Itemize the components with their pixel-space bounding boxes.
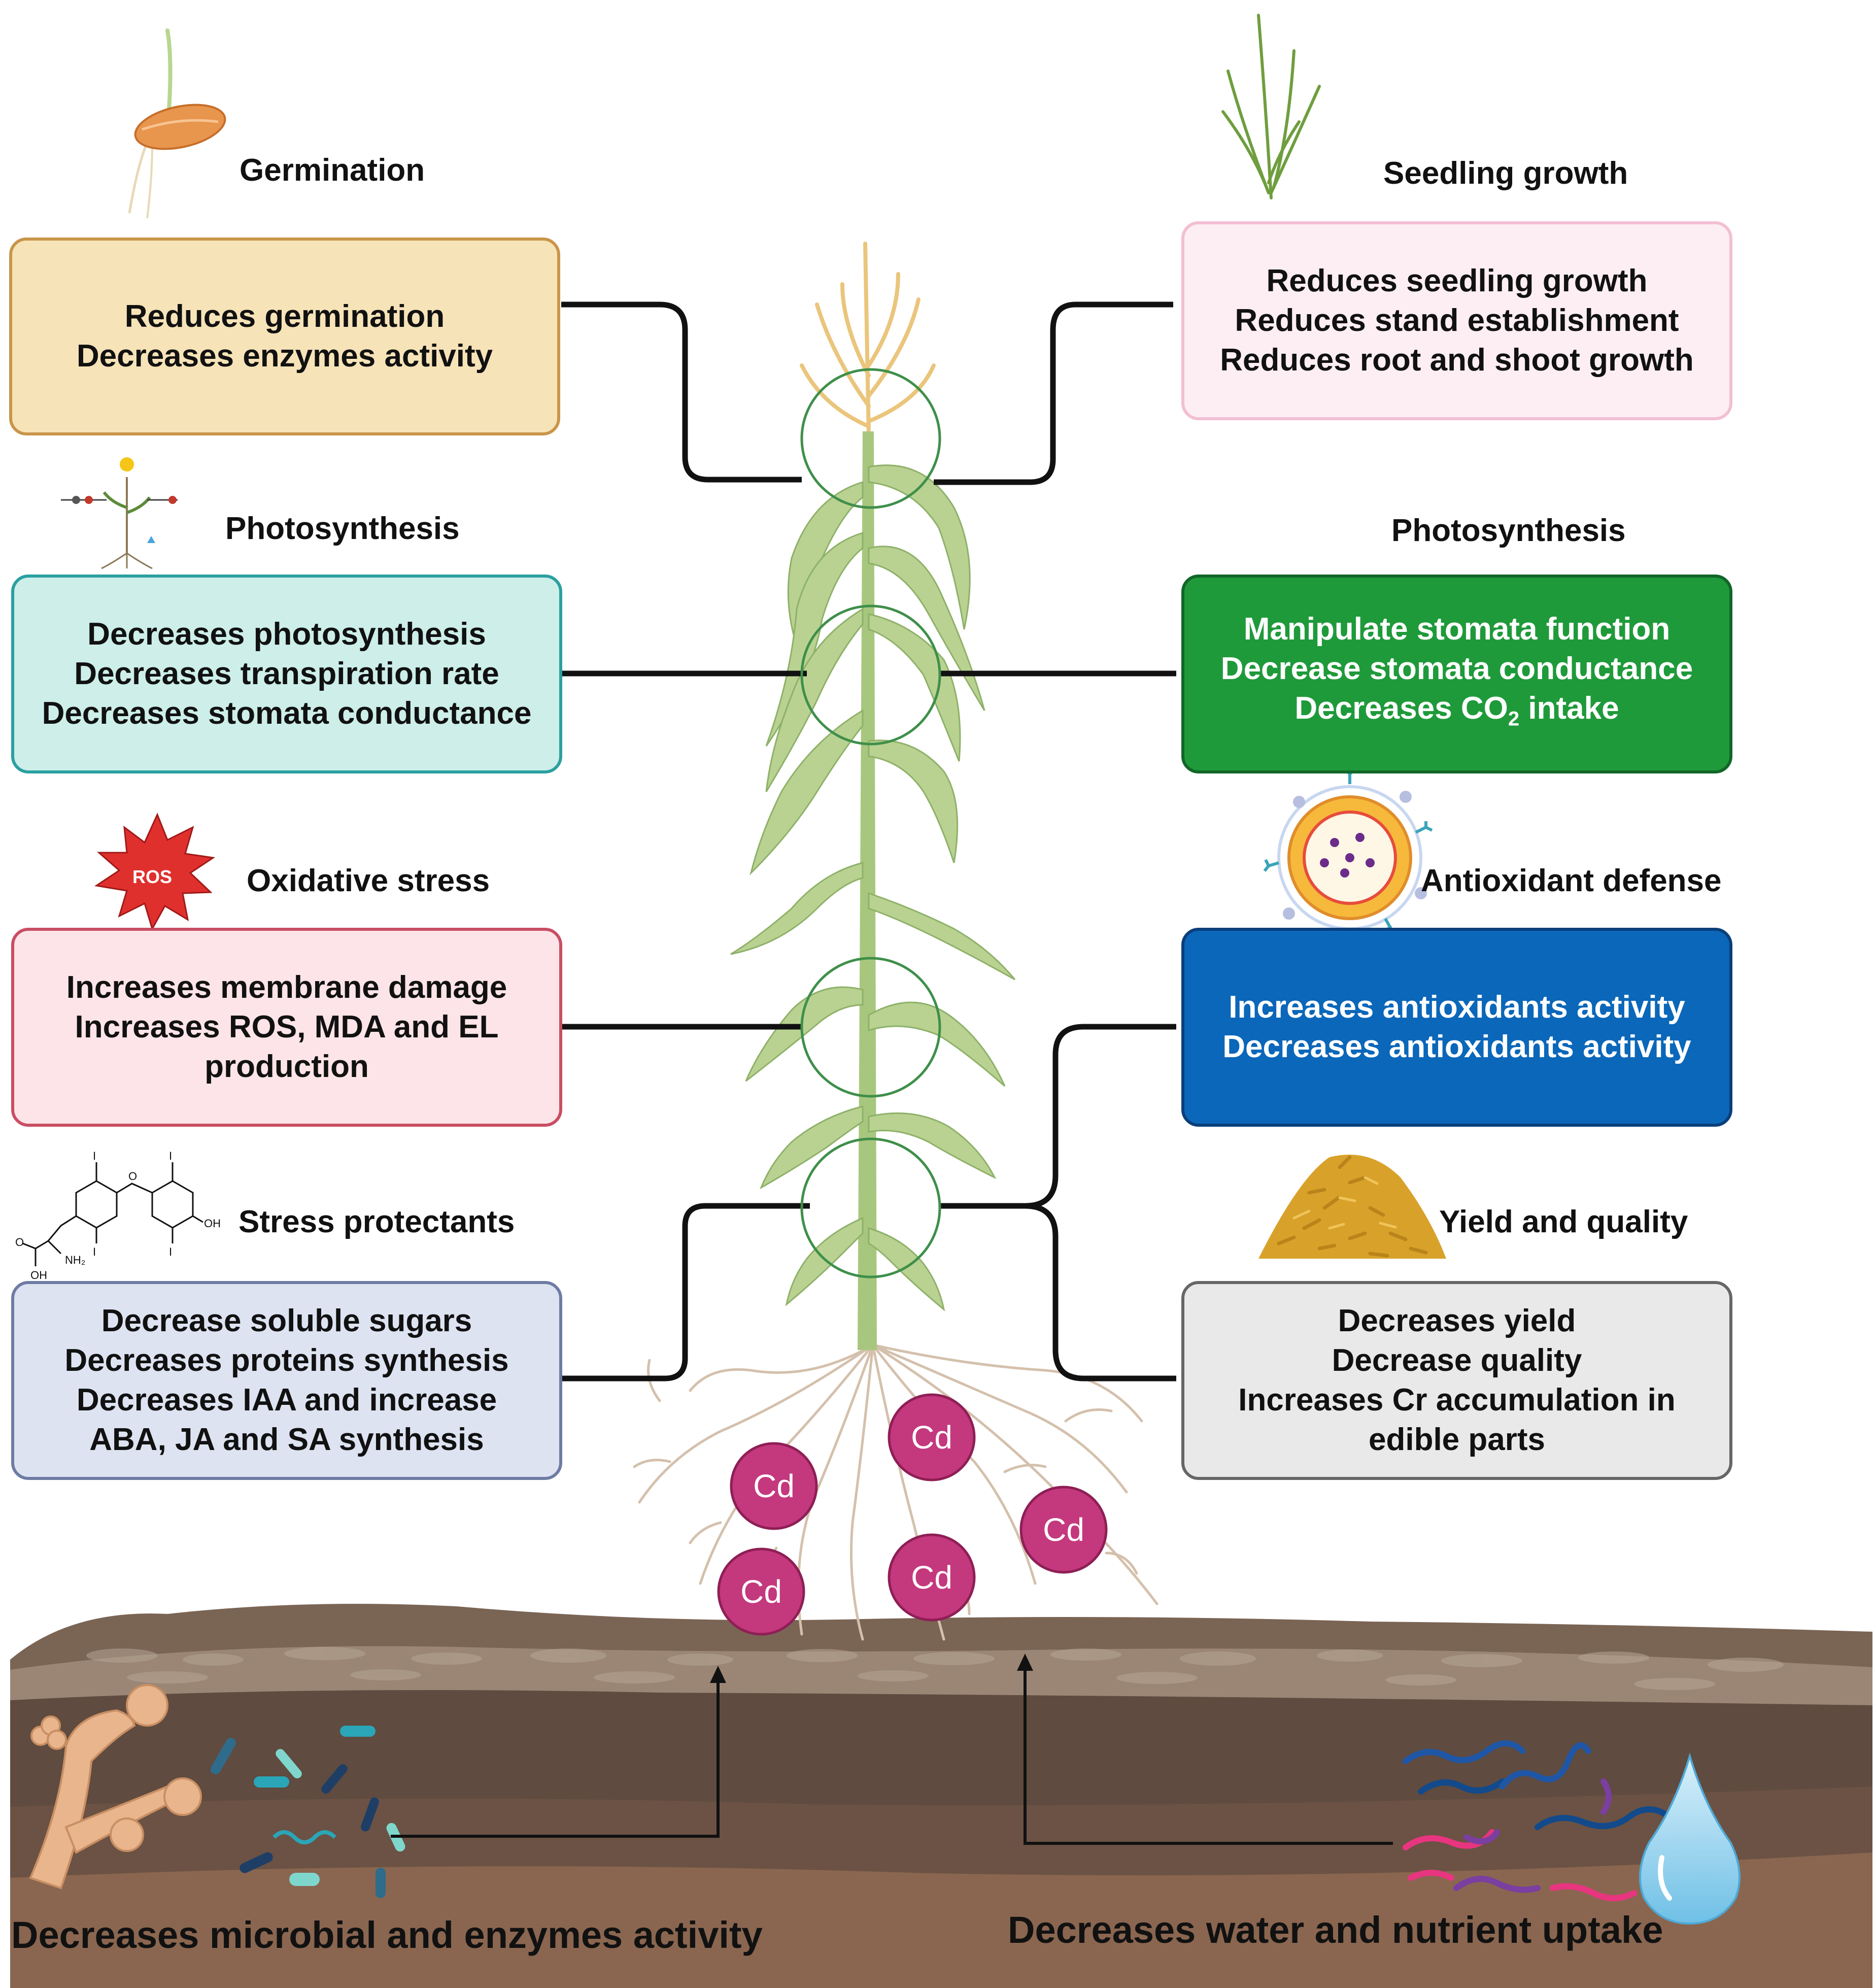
cd-particle: Cd (1019, 1486, 1108, 1574)
connector-lines (561, 301, 1176, 1382)
oxidative-stress-box: Increases membrane damage Increases ROS,… (11, 928, 562, 1127)
oxidative-line: Increases membrane damage (66, 970, 507, 1005)
chem-label: NH₂ (65, 1254, 85, 1266)
stress-protectants-box: Decrease soluble sugars Decreases protei… (11, 1281, 562, 1480)
cd-particles: Cd Cd Cd Cd Cd (717, 1393, 1108, 1636)
germination-line: Decreases enzymes activity (76, 339, 493, 374)
grass-seedling-icon (1221, 14, 1321, 199)
heading-antioxidant-defense: Antioxidant defense (1421, 863, 1722, 898)
water-drop-icon (1639, 1753, 1741, 1925)
photosynthesis-right-line: Manipulate stomata function (1243, 611, 1671, 647)
germination-box: Reduces germination Decreases enzymes ac… (9, 238, 560, 435)
heading-photosynthesis-right: Photosynthesis (1391, 513, 1626, 548)
heading-yield-quality: Yield and quality (1439, 1204, 1688, 1239)
seedling-growth-box: Reduces seedling growth Reduces stand es… (1181, 221, 1732, 420)
soil-microbial-text: Decreases microbial and enzymes activity (11, 1914, 763, 1956)
chem-label: OH (204, 1217, 221, 1230)
cd-particle: Cd (717, 1547, 805, 1636)
yield-quality-box: Decreases yield Decrease quality Increas… (1181, 1281, 1732, 1480)
oxidative-line: production (204, 1049, 369, 1084)
seedling-line: Reduces seedling growth (1266, 263, 1648, 298)
plant-zone-circles (800, 368, 941, 1278)
photosynthesis-left-line: Decreases photosynthesis (87, 617, 486, 652)
chem-label: OH (30, 1269, 47, 1282)
yield-line: Decrease quality (1332, 1343, 1582, 1378)
cd-label: Cd (1043, 1511, 1084, 1548)
grain-pile-icon (1258, 1155, 1446, 1259)
antioxidant-line: Increases antioxidants activity (1229, 990, 1685, 1025)
protectants-line: Decrease soluble sugars (101, 1303, 472, 1338)
photosynthesis-right-line: Decrease stomata conductance (1220, 651, 1693, 686)
chem-label: I (169, 1245, 172, 1258)
chem-label: I (93, 1150, 96, 1162)
heading-photosynthesis-left: Photosynthesis (225, 511, 460, 546)
antioxidant-line: Decreases antioxidants activity (1222, 1029, 1691, 1064)
liposome-icon (1263, 767, 1433, 935)
heading-stress-protectants: Stress protectants (238, 1204, 515, 1239)
fungi-icon (29, 1684, 202, 1890)
maize-plant (730, 242, 1016, 1350)
soil-water-text: Decreases water and nutrient uptake (1008, 1909, 1663, 1951)
seedling-line: Reduces root and shoot growth (1220, 343, 1694, 378)
cd-particle: Cd (888, 1393, 976, 1481)
chemical-structure-icon: I O I I I OH NH₂ O OH (15, 1150, 221, 1282)
cd-label: Cd (753, 1468, 795, 1504)
protectants-line: Decreases IAA and increase (76, 1383, 497, 1418)
photosynthesis-left-line: Decreases stomata conductance (42, 696, 532, 731)
soil-arrows (391, 1667, 1393, 1845)
germinating-seed-icon (128, 28, 226, 219)
chem-label: I (93, 1245, 96, 1258)
ros-label: ROS (132, 866, 172, 887)
oxidative-line: Increases ROS, MDA and EL (75, 1009, 499, 1044)
protectants-line: ABA, JA and SA synthesis (89, 1422, 484, 1457)
yield-line: Decreases yield (1338, 1303, 1576, 1338)
antioxidant-defense-box: Increases antioxidants activity Decrease… (1181, 928, 1732, 1127)
photosynthesis-plant-icon (61, 457, 178, 569)
nutrient-worms-icon (1403, 1740, 1673, 1901)
photosynthesis-right-line: Decreases CO2 intake (1294, 689, 1619, 738)
cd-label: Cd (911, 1419, 952, 1456)
cd-label: Cd (740, 1573, 782, 1610)
chem-label: O (15, 1236, 24, 1249)
chem-label: I (169, 1150, 172, 1162)
photosynthesis-left-box: Decreases photosynthesis Decreases trans… (11, 575, 562, 773)
photosynthesis-right-box: Manipulate stomata function Decrease sto… (1181, 575, 1732, 773)
heading-seedling-growth: Seedling growth (1383, 156, 1628, 191)
cd-particle: Cd (888, 1533, 976, 1622)
co2-text: Decreases CO (1294, 690, 1508, 726)
ros-burst-icon: ROS (94, 813, 216, 931)
cd-particle: Cd (730, 1442, 818, 1530)
chem-label: O (128, 1170, 137, 1183)
seedling-line: Reduces stand establishment (1235, 303, 1679, 338)
germination-line: Reduces germination (124, 299, 445, 334)
photosynthesis-left-line: Decreases transpiration rate (74, 656, 499, 691)
yield-line: edible parts (1369, 1422, 1545, 1457)
heading-germination: Germination (240, 153, 425, 188)
protectants-line: Decreases proteins synthesis (64, 1343, 509, 1378)
intake-text: intake (1519, 690, 1619, 726)
cd-label: Cd (911, 1559, 952, 1596)
co2-subscript: 2 (1508, 707, 1520, 730)
yield-line: Increases Cr accumulation in (1238, 1383, 1676, 1418)
heading-oxidative-stress: Oxidative stress (247, 863, 490, 898)
